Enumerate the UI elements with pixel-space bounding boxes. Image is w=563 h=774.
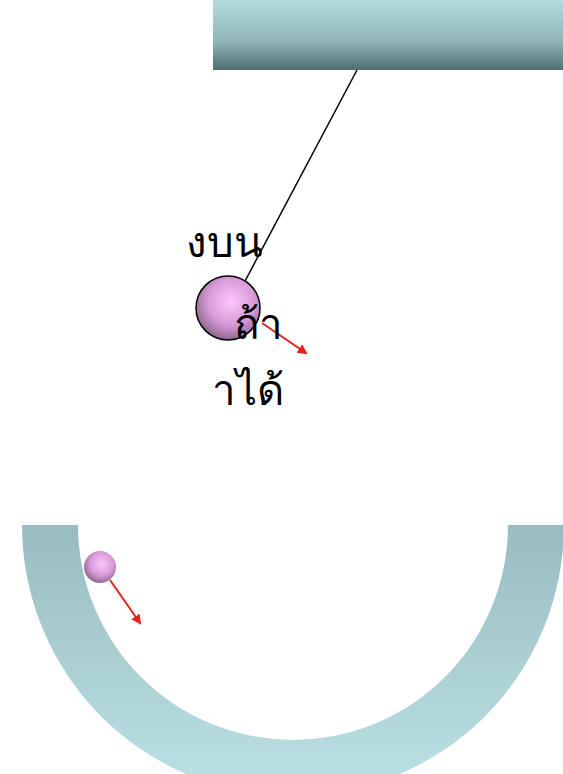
- ceiling: [213, 0, 563, 70]
- ball-in-bowl: [84, 551, 116, 583]
- bowl: [22, 525, 563, 774]
- text-label: งบน: [186, 218, 263, 268]
- velocity-arrow: [110, 580, 140, 623]
- text-label: ถ้า: [234, 300, 283, 350]
- text-label: าได้: [212, 366, 284, 416]
